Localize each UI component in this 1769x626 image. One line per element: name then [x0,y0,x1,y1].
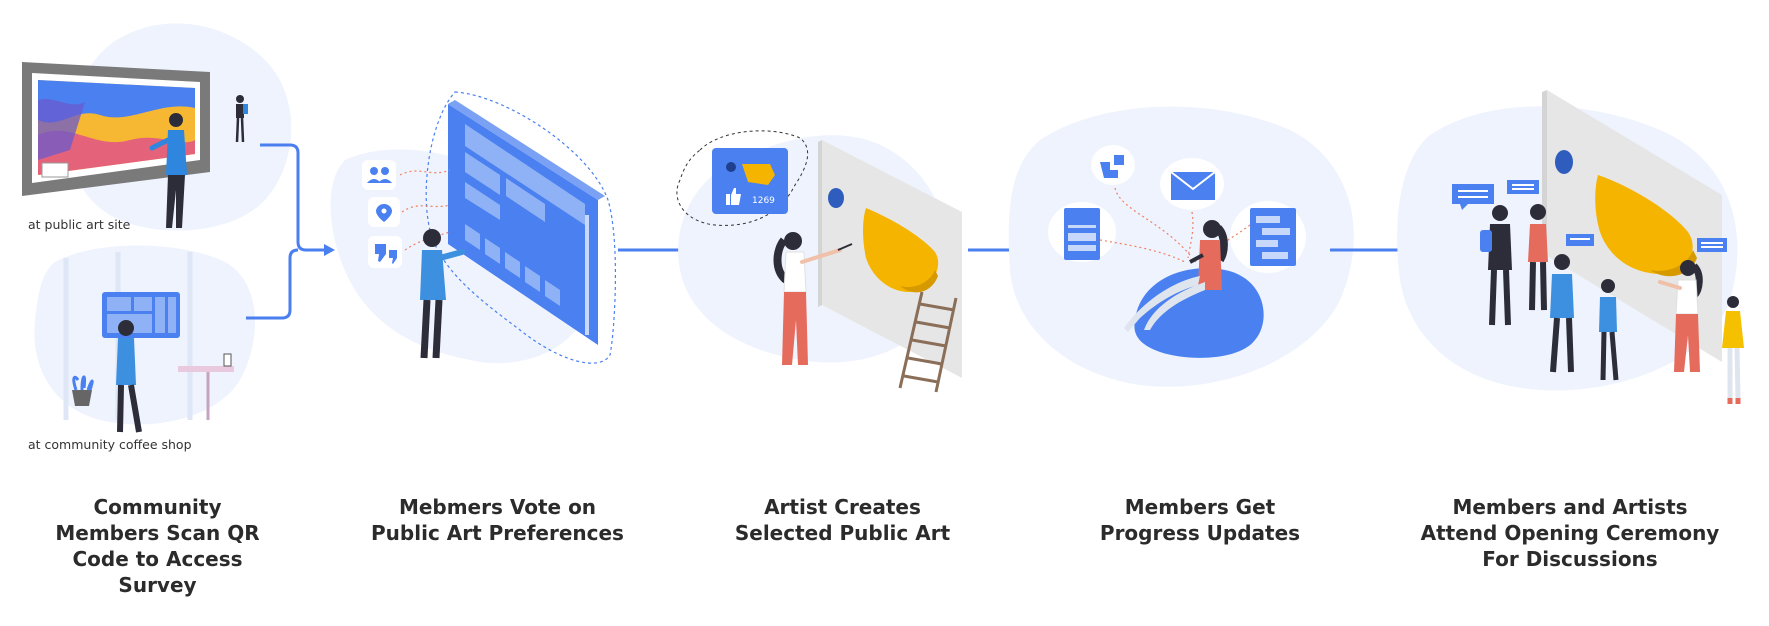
step5-illustration [1397,90,1744,404]
step2-line2: Public Art Preferences [371,521,624,545]
update-dotted-links [1099,187,1251,263]
step3-dashed-outline [676,130,809,226]
step-label-2: Mebmers Vote on Public Art Preferences [355,494,640,546]
arrowhead-1 [324,244,335,256]
step4-illustration [1008,106,1438,387]
caption-coffee-shop: at community coffee shop [28,437,192,452]
vote-result-card: 1269 [712,148,788,214]
coffee-shop-scene [63,252,234,433]
ceremony-person-2 [1528,204,1548,311]
people-icon [362,160,396,190]
like-count: 1269 [752,196,775,206]
step1-line4: Survey [118,573,197,597]
billboard [22,62,210,196]
step-label-4: Members Get Progress Updates [1090,494,1310,546]
person-on-beanbag [1124,220,1264,358]
step1-line1: Community [93,495,222,519]
ceremony-person-4 [1599,279,1619,381]
thumbs-down-icon [368,236,402,268]
chat-bubble-4 [1697,238,1727,252]
step1-illustration [22,23,335,433]
email-bubble [1160,158,1224,210]
step5-line2: Attend Opening Ceremony [1420,521,1720,545]
icon-dotted-links [399,169,451,251]
thumbs-up-icon [726,188,741,205]
step4-blob [1008,106,1354,387]
chat-card [1230,201,1306,273]
step2-dashed-outline [425,91,617,364]
step-label-5: Members and Artists Attend Opening Cerem… [1405,494,1735,572]
step3-line1: Artist Creates [764,495,921,519]
ladder [898,291,958,393]
artist-painting [773,232,853,365]
step4-line1: Members Get [1124,495,1276,519]
connector-bottom [246,248,299,320]
step4-line2: Progress Updates [1099,521,1301,545]
voting-screen [448,100,605,345]
step3-line2: Selected Public Art [734,521,951,545]
chat-bubble-3 [1566,234,1594,246]
step2-illustration [330,91,690,364]
location-pin-icon [368,197,400,227]
chat-bubble-2 [1507,180,1539,194]
ceremony-person-3 [1550,254,1574,373]
step3-illustration: 1269 [676,130,1024,393]
person-at-billboard [149,113,187,228]
step1-line2: Members Scan QR [55,521,260,545]
distant-person [235,95,248,143]
step-label-3: Artist Creates Selected Public Art [720,494,965,546]
social-card [1048,202,1116,262]
connector-top [260,143,332,252]
chat-bubble-1 [1452,184,1494,210]
voting-person [420,229,465,359]
step2-line1: Mebmers Vote on [398,495,597,519]
phone-bubble [1091,145,1135,185]
ceremony-artist [1658,260,1703,372]
caption-public-art-site: at public art site [28,217,131,232]
ceremony-person-1 [1480,205,1512,326]
step1-line3: Code to Access [72,547,243,571]
art-canvas [818,140,962,378]
step5-line1: Members and Artists [1452,495,1688,519]
step5-line3: For Discussions [1482,547,1658,571]
ceremony-child [1722,296,1744,404]
step-label-1: Community Members Scan QR Code to Access… [40,494,275,598]
